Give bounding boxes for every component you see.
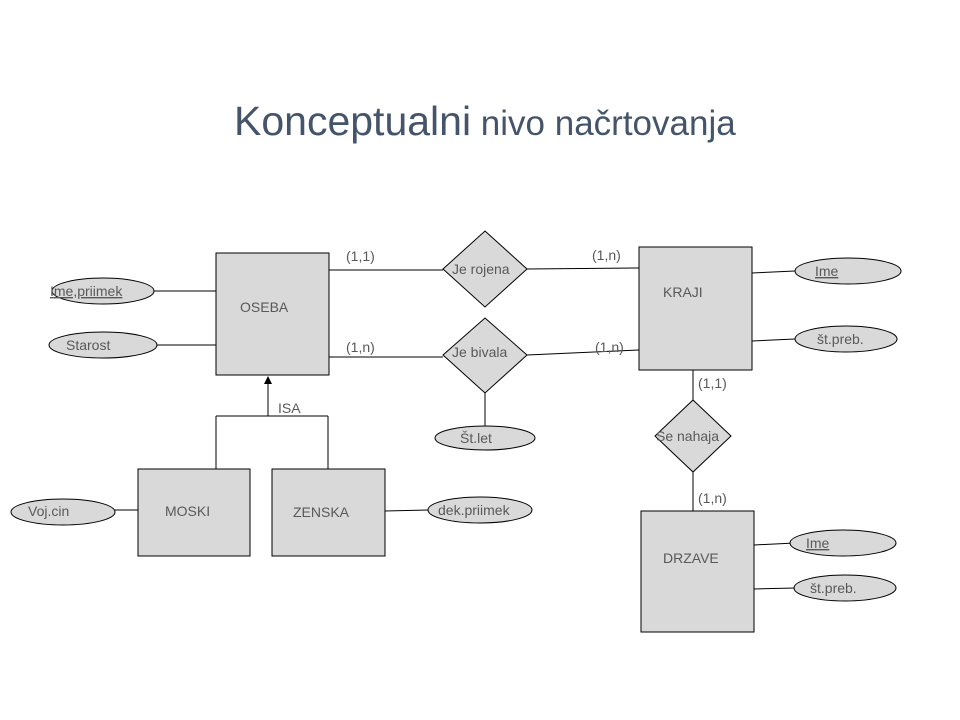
line-kraji-st-preb	[751, 338, 796, 342]
attribute-dek-priimek-label: dek.priimek	[438, 502, 511, 518]
attribute-kraji-st-preb[interactable]: št.preb.	[794, 325, 898, 353]
relationship-se-nahaja[interactable]: Se nahaja	[654, 399, 732, 473]
attribute-ime-priimek-label: Ime,priimek	[50, 283, 123, 299]
attribute-drzave-ime-label: Ime	[806, 535, 830, 551]
line-drzave-ime	[753, 542, 796, 546]
attribute-voj-cin-label: Voj.cin	[28, 503, 69, 519]
entity-drzave-label: DRZAVE	[663, 550, 719, 566]
line-je-bivala-kraji	[526, 349, 640, 356]
line-zenska-dek-priimek	[384, 509, 429, 512]
attribute-drzave-ime[interactable]: Ime	[789, 529, 897, 557]
line-kraji-ime	[751, 270, 796, 274]
attribute-kraji-st-preb-label: št.preb.	[817, 331, 864, 347]
line-je-rojena-kraji	[526, 267, 640, 270]
cardinality-drzave-se-nahaja: (1,n)	[698, 490, 727, 506]
cardinality-kraji-je-bivala: (1,n)	[595, 339, 624, 355]
connector-lines	[115, 267, 796, 590]
entity-oseba[interactable]: OSEBA	[215, 252, 330, 376]
title-part-1: Konceptualni	[234, 98, 472, 144]
relationship-je-rojena-label: Je rojena	[452, 261, 510, 277]
attribute-kraji-ime[interactable]: Ime	[794, 257, 902, 285]
entity-kraji-label: KRAJI	[663, 284, 703, 300]
entity-zenska[interactable]: ZENSKA	[271, 468, 386, 557]
entity-drzave[interactable]: DRZAVE	[640, 510, 755, 633]
title-part-2: nivo načrtovanja	[471, 104, 736, 143]
attribute-st-let[interactable]: Št.let	[434, 425, 536, 451]
entity-moski-label: MOSKI	[165, 503, 210, 519]
entity-moski[interactable]: MOSKI	[137, 468, 251, 557]
relationship-se-nahaja-label: Se nahaja	[656, 428, 719, 444]
attribute-starost-label: Starost	[66, 337, 110, 353]
attribute-dek-priimek[interactable]: dek.priimek	[427, 496, 533, 524]
entity-kraji[interactable]: KRAJI	[638, 246, 753, 371]
attribute-voj-cin[interactable]: Voj.cin	[10, 498, 116, 526]
relationship-je-bivala[interactable]: Je bivala	[442, 317, 528, 394]
relationship-je-bivala-label: Je bivala	[452, 344, 507, 360]
attribute-kraji-ime-label: Ime	[815, 263, 839, 279]
entity-oseba-label: OSEBA	[240, 299, 289, 315]
cardinality-kraji-je-rojena: (1,n)	[592, 247, 621, 263]
entity-zenska-label: ZENSKA	[293, 504, 350, 520]
attribute-ime-priimek[interactable]: Ime,priimek	[50, 277, 155, 305]
line-drzave-st-preb	[753, 587, 796, 590]
relationship-je-rojena[interactable]: Je rojena	[442, 230, 528, 308]
attribute-drzave-st-preb[interactable]: št.preb.	[793, 574, 897, 602]
isa-label: ISA	[278, 400, 301, 416]
attribute-drzave-st-preb-label: št.preb.	[810, 580, 857, 596]
cardinality-oseba-je-rojena: (1,1)	[346, 248, 375, 264]
page-title: Konceptualni nivo načrtovanja	[234, 98, 736, 158]
attribute-st-let-label: Št.let	[460, 430, 492, 446]
attribute-starost[interactable]: Starost	[48, 331, 158, 359]
cardinality-kraji-se-nahaja: (1,1)	[698, 375, 727, 391]
cardinality-oseba-je-bivala: (1,n)	[346, 339, 375, 355]
